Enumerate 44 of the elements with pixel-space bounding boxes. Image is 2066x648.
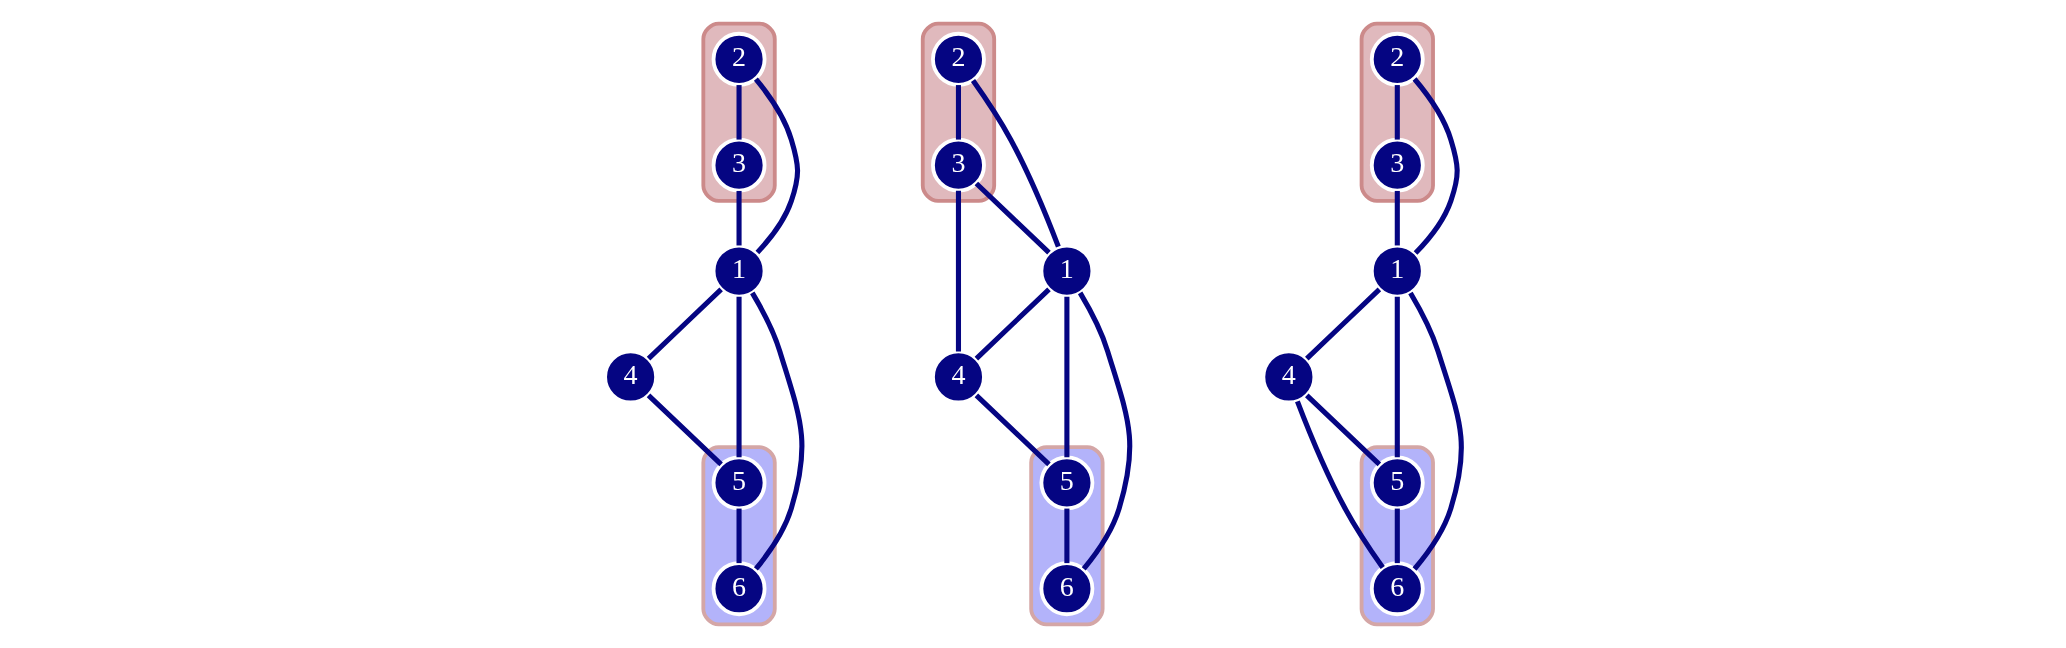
node-circle: 2 bbox=[711, 31, 766, 87]
cluster bbox=[1028, 445, 1105, 627]
node-circle: 3 bbox=[930, 137, 986, 193]
connector bbox=[974, 287, 1051, 361]
connector bbox=[646, 393, 723, 467]
connector bbox=[970, 78, 1061, 248]
node-circle: 5 bbox=[1038, 455, 1094, 511]
connector bbox=[974, 393, 1051, 467]
node-circle: 3 bbox=[711, 137, 766, 193]
connector bbox=[749, 291, 804, 571]
cluster bbox=[700, 445, 777, 627]
connector bbox=[736, 190, 742, 246]
connector bbox=[974, 181, 1051, 255]
connector bbox=[1412, 77, 1460, 255]
node-circle: 3 bbox=[1369, 137, 1425, 193]
connector bbox=[955, 85, 961, 140]
node-circle: 6 bbox=[1369, 561, 1425, 617]
connector bbox=[1407, 291, 1464, 571]
cluster bbox=[700, 21, 777, 203]
node-circle: 6 bbox=[1038, 561, 1094, 617]
node-circle: 5 bbox=[1369, 455, 1425, 511]
cluster bbox=[920, 21, 996, 203]
connector bbox=[1394, 190, 1400, 246]
connector bbox=[1294, 400, 1385, 570]
connector bbox=[1077, 291, 1132, 571]
node-circle: 6 bbox=[711, 561, 766, 617]
node-circle: 5 bbox=[711, 455, 766, 511]
connector bbox=[1304, 393, 1381, 467]
connector bbox=[646, 287, 723, 361]
connector bbox=[1394, 508, 1400, 564]
connector bbox=[1304, 287, 1381, 361]
node-circle: 2 bbox=[1369, 31, 1425, 87]
cluster bbox=[1359, 445, 1435, 627]
connector bbox=[1063, 296, 1069, 458]
connector bbox=[736, 508, 742, 564]
connector bbox=[1394, 85, 1400, 140]
connector bbox=[955, 190, 961, 352]
connector bbox=[736, 296, 742, 458]
connector bbox=[1063, 508, 1069, 564]
cluster bbox=[1359, 21, 1435, 203]
connector bbox=[753, 77, 800, 255]
connector bbox=[1394, 296, 1400, 458]
node-circle: 2 bbox=[930, 31, 986, 87]
connector bbox=[736, 85, 742, 140]
